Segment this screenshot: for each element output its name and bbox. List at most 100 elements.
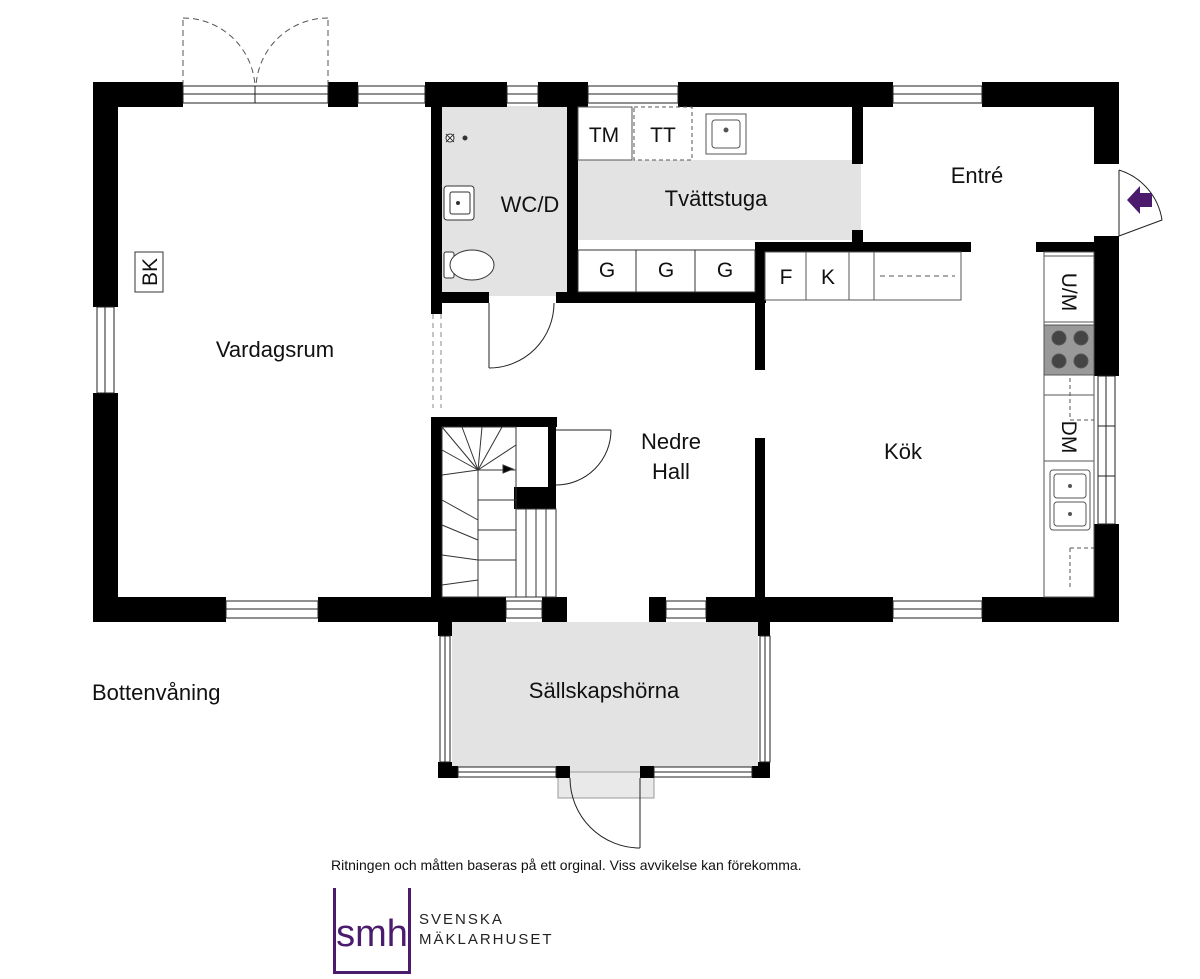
room-label-kok: Kök: [884, 439, 923, 464]
wall-stair-top: [431, 417, 557, 427]
tvattstuga-floor: [578, 160, 861, 240]
fixture-label-f: F: [780, 266, 793, 289]
wall-entre-bottom: [755, 242, 971, 252]
window-sh-left: [439, 635, 451, 763]
sallskapshorna-floor: [452, 622, 758, 772]
laundry-sink-icon: [705, 113, 747, 155]
window-top-3: [587, 85, 679, 104]
wall-bottom-5: [706, 597, 893, 622]
logo-mark-text: smh: [336, 913, 408, 955]
wall-sh-bottom-l: [438, 766, 458, 778]
wall-left-1: [93, 82, 118, 307]
wall-right-2: [1094, 236, 1119, 376]
logo-line-2: MÄKLARHUSET: [419, 931, 554, 948]
wall-wc-right: [567, 100, 578, 302]
hall-opening: [432, 314, 442, 408]
window-top-4: [892, 85, 983, 104]
window-bottom-3: [665, 600, 707, 619]
wall-wc-bottom-b: [556, 292, 766, 303]
smh-logo-mark: smh: [333, 888, 411, 974]
fixture-label-k: K: [821, 266, 835, 289]
wall-sh-bottom-m1: [556, 766, 570, 778]
wall-bottom-1: [93, 597, 226, 622]
wall-bottom-2: [318, 597, 506, 622]
stair-arrow-icon: [502, 464, 515, 474]
window-top-2: [506, 85, 539, 104]
walls: [93, 82, 1119, 778]
g-box-3: [694, 249, 756, 293]
dm-box: [1043, 394, 1095, 462]
wall-sh-bottom-r: [752, 766, 770, 778]
wall-left-2: [93, 393, 118, 622]
bk-box: [134, 251, 164, 293]
fixture-label-tm: TM: [589, 124, 619, 147]
wall-bottom-3: [542, 597, 567, 622]
entrance-arrow-icon: [1127, 186, 1152, 214]
window-bottom-2: [505, 600, 543, 619]
wc-fixtures: [443, 133, 495, 281]
grey-floors: [442, 106, 861, 799]
room-label-nedre-hall-2: Hall: [652, 459, 690, 484]
entry-step: [557, 771, 655, 799]
floor-name: Bottenvåning: [92, 680, 221, 705]
shower-icon: [445, 133, 468, 143]
doors: [182, 17, 1163, 849]
entre-door-swing: [1118, 169, 1163, 237]
window-right: [1097, 375, 1116, 525]
room-label-wcd: WC/D: [501, 192, 560, 217]
window-top-1: [357, 85, 426, 104]
fixture-label-dm: DM: [1057, 421, 1080, 454]
wall-kitchen-left-b: [755, 438, 765, 606]
fixture-label-tt: TT: [650, 124, 676, 147]
wall-entre-bottom-right: [1036, 242, 1096, 252]
fixture-label-g2: G: [658, 259, 674, 282]
wall-laundry-right-b: [852, 230, 863, 244]
kitchen-sink-icon: [1049, 469, 1091, 531]
wall-bottom-4: [649, 597, 666, 622]
room-label-entre: Entré: [951, 163, 1004, 188]
disclaimer: Ritningen och måtten baseras på ett orgi…: [331, 857, 802, 873]
wall-wc-bottom: [431, 292, 489, 303]
fixture-label-g3: G: [717, 259, 733, 282]
counter-box: [848, 251, 962, 301]
room-label-sallskapshorna: Sällskapshörna: [529, 678, 680, 703]
patio-door-swing: [182, 17, 329, 87]
wall-right-3: [1094, 524, 1119, 622]
fixture-label-bk: BK: [139, 258, 162, 286]
wc-sink-icon: [443, 185, 475, 221]
room-label-nedre-hall-1: Nedre: [641, 429, 701, 454]
wall-stair-small: [548, 427, 556, 509]
sh-door-swing: [569, 777, 641, 849]
window-sh-bottom-r: [653, 766, 753, 778]
kitchen-fixtures: [1043, 251, 1095, 598]
windows: [96, 85, 1116, 778]
fixture-label-g1: G: [599, 259, 615, 282]
window-left: [96, 306, 115, 394]
room-label-vardagsrum: Vardagsrum: [216, 337, 334, 362]
wall-sh-bottom-m2: [640, 766, 654, 778]
window-bottom-4: [892, 600, 983, 619]
wall-sh-left: [438, 622, 452, 636]
wall-vardagsrum-right-b: [431, 417, 442, 607]
window-sh-right: [759, 635, 771, 763]
g-box-1: [577, 249, 637, 293]
stair-door-swing: [555, 429, 612, 486]
room-label-tvattstuga: Tvättstuga: [665, 186, 768, 211]
wc-door-swing: [488, 302, 555, 369]
fixture-label-um: U/M: [1057, 273, 1080, 312]
wall-stair-small-b: [514, 487, 556, 509]
wall-laundry-right: [852, 100, 863, 164]
laundry-fixtures: [577, 106, 962, 301]
wall-top-4: [538, 82, 588, 107]
window-sh-bottom-l: [457, 766, 557, 778]
tm-box: [577, 106, 633, 161]
um-box: [1043, 255, 1095, 323]
wall-vardagsrum-right-a: [431, 82, 442, 314]
wall-kitchen-left-a: [755, 242, 765, 370]
wall-sh-right: [758, 622, 770, 636]
wall-top-2: [328, 82, 358, 107]
logo-line-1: SVENSKA: [419, 911, 504, 928]
patio-door: [182, 85, 329, 104]
tt-box: [633, 106, 693, 161]
stove-icon: [1043, 324, 1095, 376]
